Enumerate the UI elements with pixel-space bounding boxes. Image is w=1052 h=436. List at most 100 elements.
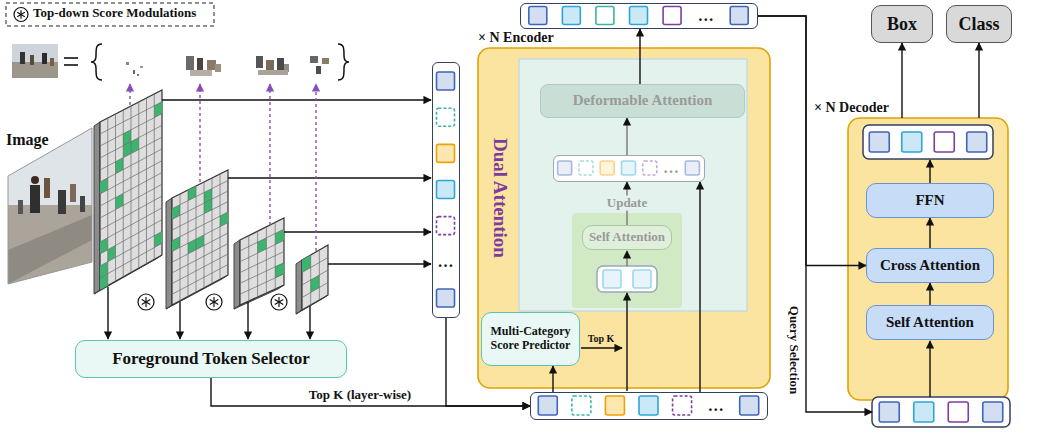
thumbnail-patch [126, 62, 129, 65]
modulation-arrow [199, 84, 200, 182]
ellipsis: … [708, 396, 724, 414]
grid-line [172, 202, 228, 231]
token [538, 396, 557, 415]
token [437, 181, 455, 199]
connector [929, 283, 930, 305]
thumbnail-patch [310, 56, 318, 63]
token-strip [433, 63, 458, 316]
token [558, 161, 572, 175]
node-label: Deformable Attention [573, 92, 713, 109]
token [967, 132, 987, 152]
node-label: Self Attention [886, 314, 974, 331]
token [562, 7, 580, 25]
photo-figure [80, 196, 85, 212]
connector [978, 43, 979, 118]
flow-arrow [929, 341, 930, 397]
token [529, 7, 547, 25]
feature-map [240, 218, 284, 305]
token [902, 132, 922, 152]
ellipsis: … [663, 159, 679, 177]
flow-arrow [626, 251, 627, 266]
connector [758, 16, 872, 412]
thumbnail-patch [140, 66, 143, 68]
token [600, 161, 614, 175]
photo-figure [30, 185, 40, 213]
container-layer [478, 48, 1008, 400]
output-box: Box [871, 5, 933, 43]
grid-line [100, 243, 162, 278]
grid-line [240, 263, 284, 284]
modulation-arrow [315, 84, 316, 251]
token-strip [521, 4, 756, 27]
token [673, 396, 692, 415]
edge-label: Query Selection [787, 304, 802, 396]
connector [639, 29, 640, 84]
annotation-label: Top K [588, 333, 615, 345]
token [603, 270, 621, 288]
grid-line [302, 270, 328, 285]
node-label: Cross Attention [880, 257, 980, 274]
token-sequence: … [530, 392, 768, 420]
connector [758, 16, 866, 266]
ellipsis: … [698, 6, 714, 24]
token [437, 217, 455, 235]
token-column: … [432, 62, 460, 318]
token-sequence [863, 125, 993, 159]
attention-box: Deformable Attention [540, 84, 745, 118]
token [663, 7, 681, 25]
feature-arrow [179, 302, 180, 339]
attention-box: Self Attention [582, 225, 672, 250]
feature-map-side [166, 198, 172, 309]
token [740, 396, 759, 415]
thumbnail-figure [30, 55, 34, 65]
token [879, 402, 899, 422]
grid-line [302, 283, 328, 298]
block-heading: × N Encoder [478, 30, 554, 46]
selector-box: Foreground Token Selector [75, 340, 347, 378]
photo-frame [8, 128, 92, 284]
connector [552, 366, 553, 392]
grid-line [240, 229, 284, 251]
photo-figure [18, 200, 23, 214]
feature-map-side [234, 240, 240, 309]
modulation-symbol [271, 294, 287, 310]
token [605, 396, 624, 415]
feature-arrow [284, 231, 431, 232]
token [437, 144, 455, 162]
brace [91, 44, 102, 80]
thumbnail-patch [137, 74, 139, 76]
process-box: Self Attention [866, 305, 994, 340]
grid-line [240, 252, 284, 273]
token [630, 7, 648, 25]
feature-arrow [328, 263, 431, 264]
token [639, 396, 658, 415]
token [983, 402, 1003, 422]
predictor-box: Multi-Category Score Predictor [481, 312, 580, 366]
modulation-arrow [129, 84, 130, 105]
node-label: Multi-Category Score Predictor [485, 325, 576, 353]
thumbnail-figure [42, 53, 47, 64]
thumbnail-patch [197, 58, 203, 70]
token [437, 72, 455, 90]
block-title: Dual Attention [489, 138, 511, 258]
connector [626, 118, 627, 155]
token-sequence [597, 266, 657, 292]
modulation-symbol [206, 294, 222, 310]
thumbnail-patch [133, 70, 135, 74]
node-label: Foreground Token Selector [112, 349, 310, 369]
grid-line [172, 181, 228, 209]
equals-sign [64, 64, 78, 66]
thumbnail-patch [207, 60, 216, 70]
node-label: FFN [915, 192, 944, 209]
token-sequence [872, 397, 1010, 427]
token-strip [531, 393, 766, 418]
block-background [848, 118, 1008, 400]
thumbnail-figure [20, 52, 25, 64]
node-label: Self Attention [589, 230, 665, 245]
modulation-arrow [269, 84, 270, 225]
grid-line [240, 240, 284, 261]
block-background [478, 48, 770, 388]
modulation-symbol [14, 8, 28, 22]
brace [338, 44, 349, 80]
